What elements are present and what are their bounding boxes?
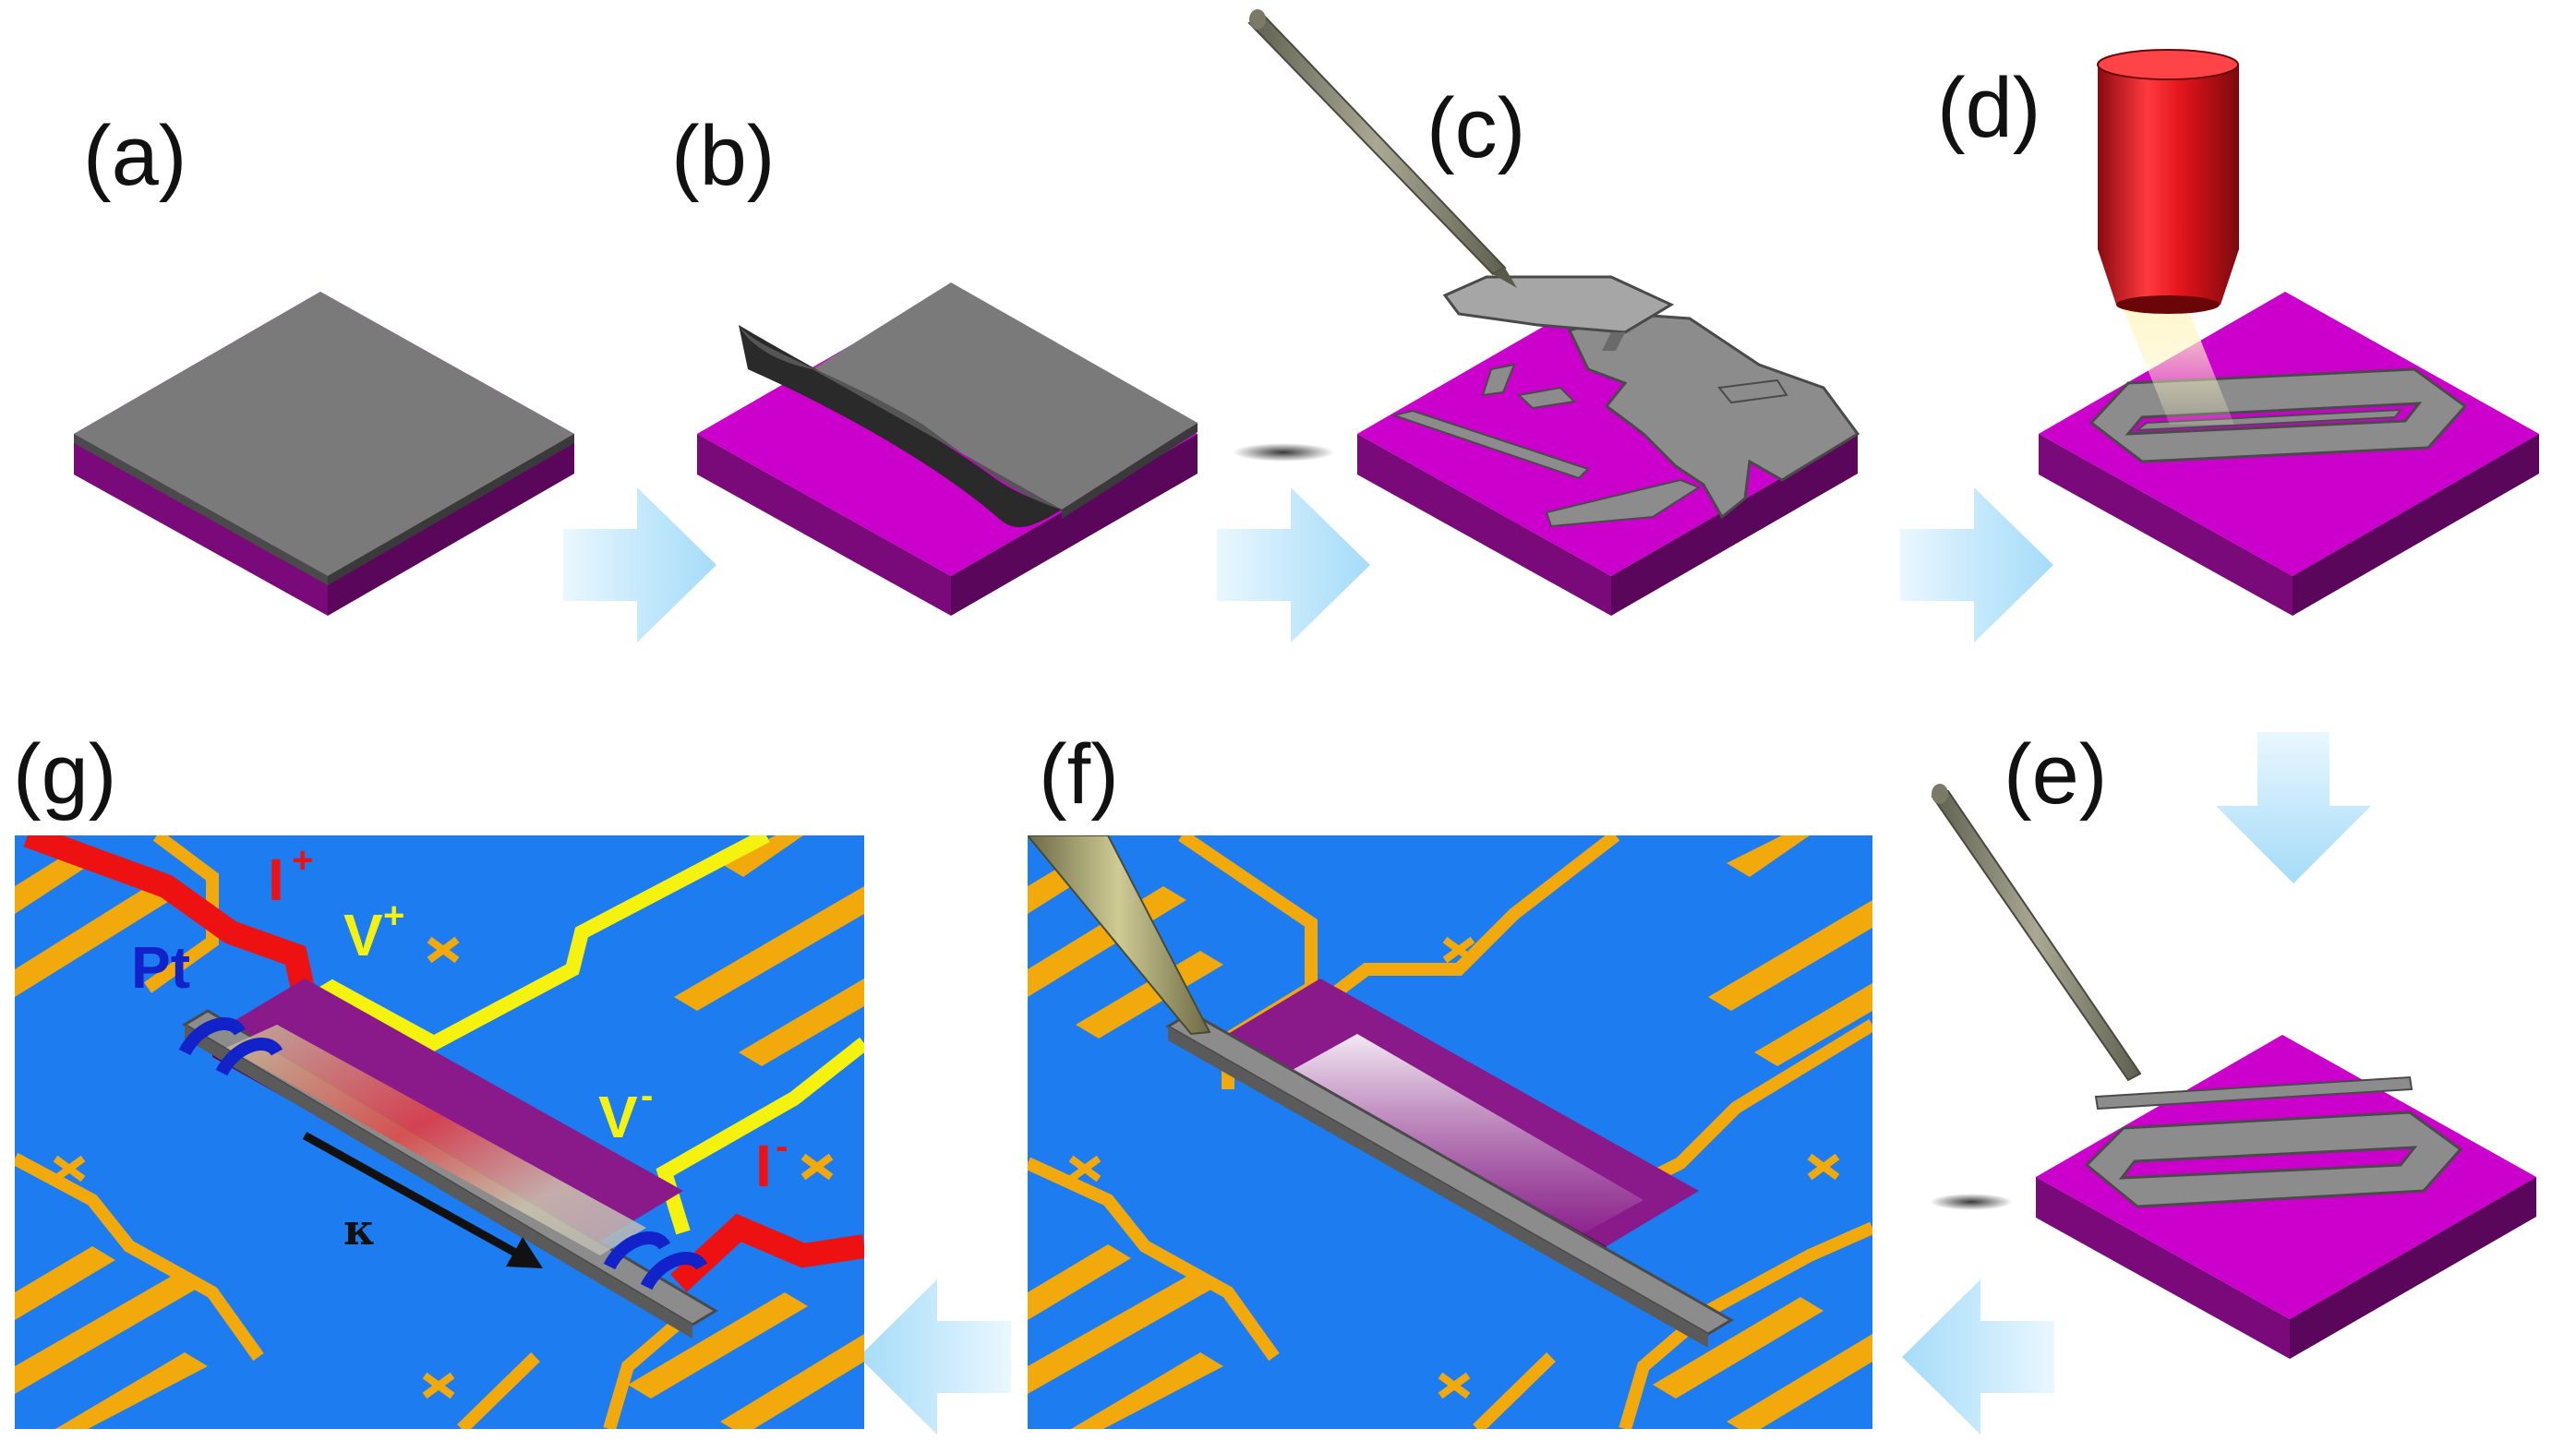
- flow-arrow-a-to-b: [563, 487, 716, 642]
- laser-objective-icon: [2097, 49, 2239, 314]
- panel-e-transfer: [1930, 784, 2536, 1359]
- panel-label-a: (a): [83, 109, 187, 203]
- panel-label-f: (f): [1039, 727, 1119, 822]
- current-minus-label: I: [755, 1133, 772, 1199]
- thermal-conductivity-label: κ: [343, 1205, 375, 1255]
- voltage-minus-label: V: [598, 1084, 638, 1150]
- platinum-contact: [178, 1017, 708, 1291]
- current-minus-wire: [670, 1213, 864, 1292]
- panel-f-device-placement: [1028, 835, 1872, 1429]
- flow-arrow-c-to-d: [1900, 487, 2053, 642]
- heat-flow-arrow: [302, 1132, 543, 1268]
- current-plus-sup: +: [292, 840, 313, 881]
- panel-label-d: (d): [1937, 61, 2040, 155]
- panel-label-g: (g): [13, 727, 116, 822]
- panel-label-c: (c): [1426, 81, 1525, 175]
- panel-c-flake-cutting: [1233, 9, 1860, 616]
- current-plus-label: I: [268, 847, 284, 913]
- panel-label-b: (b): [671, 109, 775, 203]
- flow-arrow-e-to-f: [1902, 1279, 2054, 1435]
- voltage-minus-sup: -: [641, 1075, 653, 1116]
- panel-a-substrate-with-film: [74, 292, 574, 616]
- flow-arrow-d-to-e: [2216, 732, 2371, 883]
- panel-label-e: (e): [2004, 727, 2107, 822]
- panel-d-laser-patterning: [2039, 49, 2539, 616]
- voltage-minus-wire: [656, 1037, 864, 1235]
- flow-arrow-f-to-g: [859, 1279, 1011, 1435]
- voltage-plus-label: V: [343, 902, 383, 968]
- platinum-label: Pt: [131, 934, 190, 1001]
- current-minus-sup: -: [776, 1126, 788, 1167]
- flow-arrow-b-to-c: [1217, 487, 1370, 642]
- panel-b-exfoliation: [697, 282, 1198, 616]
- voltage-plus-sup: +: [383, 895, 404, 936]
- panel-g-thermal-measurement: [15, 835, 864, 1429]
